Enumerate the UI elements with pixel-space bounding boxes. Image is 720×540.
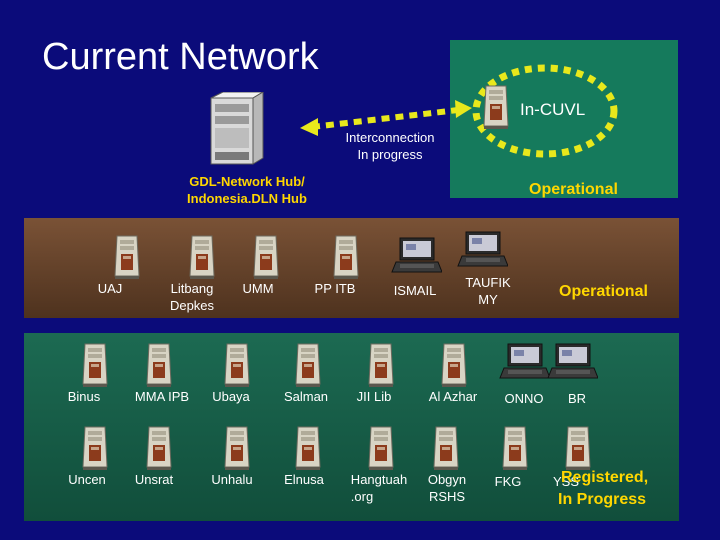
server-icon [430,423,462,471]
server-icon [221,423,253,471]
node-label: TAUFIK [465,275,511,290]
server-icon [143,340,175,388]
page-title: Current Network [42,36,319,78]
node-label: YSS [552,474,580,489]
interconnection-label-1: Interconnection [345,130,435,145]
interconnection-label-2: In progress [357,147,423,162]
gdl-hub-label-2: Indonesia.DLN Hub [187,191,307,206]
server-icon [365,423,397,471]
arrow-left-icon [300,118,318,136]
server-icon [499,423,531,471]
server-icon [292,423,324,471]
laptop-icon [498,342,550,382]
node-label: Binus [67,389,101,404]
laptop-icon [546,342,598,382]
node-label: Salman [283,389,329,404]
node-label: MMA IPB [134,389,190,404]
node-label: Uncen [68,472,106,487]
node-label: .org [350,489,374,504]
node-label: Obgyn [427,472,467,487]
server-icon [562,423,594,471]
node-label: ISMAIL [393,283,437,298]
node-label: PP ITB [314,281,356,296]
interconnection-dashed-line [311,107,459,130]
server-icon [143,423,175,471]
server-icon [438,340,470,388]
in-cuvl-label: In-CUVL [520,100,586,119]
node-label: BR [567,391,587,406]
gdl-hub-label-1: GDL-Network Hub/ [189,174,305,189]
registered-label-2: In Progress [558,491,647,508]
node-label: Hangtuah [350,472,408,487]
node-label: UMM [242,281,274,296]
server-icon [79,423,111,471]
node-label: JII Lib [356,389,392,404]
node-label: FKG [494,474,522,489]
operational-row-label: Operational [559,283,648,300]
server-icon [221,340,253,388]
registered-label-1: Registered, [561,469,649,486]
server-icon [365,340,397,388]
server-icon [186,232,218,280]
server-icon [292,340,324,388]
server-icon [79,340,111,388]
node-label: Ubaya [212,389,250,404]
operational-top-label: Operational [529,181,618,198]
node-label: Litbang [170,281,214,296]
node-label: RSHS [428,489,466,504]
server-icon [250,232,282,280]
node-label: Elnusa [284,472,324,487]
in-cuvl-dashed-ring [472,64,618,158]
arrow-right-icon [455,100,472,118]
node-label: ONNO [504,391,544,406]
server-icon [330,232,362,280]
server-icon [111,232,143,280]
node-label: Al Azhar [428,389,478,404]
in-cuvl-server-icon [480,82,512,130]
laptop-icon [456,230,508,270]
laptop-icon [390,236,442,276]
node-label: MY [478,292,498,307]
node-label: Unhalu [211,472,253,487]
node-label: Depkes [169,298,215,313]
node-label: UAJ [97,281,123,296]
node-label: Unsrat [134,472,174,487]
